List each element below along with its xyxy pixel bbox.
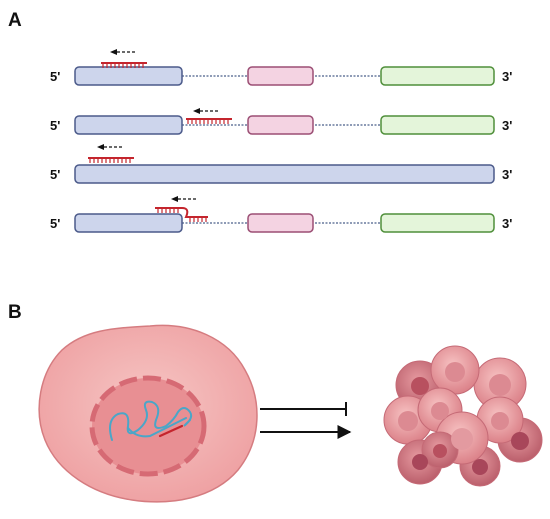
transcript-row-3: 5' 3' xyxy=(50,144,512,184)
dashed-left-arrow-icon xyxy=(97,144,124,150)
exon-1 xyxy=(74,213,183,233)
nucleus xyxy=(92,378,204,474)
transcript-row-4: 5' 3' xyxy=(50,196,512,233)
three-prime-label: 3' xyxy=(502,167,512,182)
exon-3 xyxy=(380,115,495,135)
exon-2 xyxy=(247,213,314,233)
junction-primer-probe xyxy=(155,207,208,222)
sirna-strand xyxy=(158,424,184,438)
nuclear-envelope xyxy=(89,375,207,477)
three-prime-label: 3' xyxy=(502,118,512,133)
panel-a-label: A xyxy=(8,10,22,31)
cell-illustration xyxy=(38,324,258,503)
primer-probe xyxy=(88,157,134,163)
exon-1 xyxy=(74,66,183,86)
continuous-exon xyxy=(74,164,495,184)
transcript-row-2: 5' 3' xyxy=(50,108,512,135)
rna-hairpin xyxy=(109,400,193,441)
dashed-left-arrow-icon xyxy=(110,49,137,55)
cancer-cell-cluster-icon xyxy=(383,345,543,487)
dashed-left-arrow-icon xyxy=(193,108,220,114)
exon-2 xyxy=(247,66,314,86)
primer-probe xyxy=(101,62,147,68)
exon-2 xyxy=(247,115,314,135)
exon-3 xyxy=(380,213,495,233)
panel-b-label: B xyxy=(8,302,22,323)
three-prime-label: 3' xyxy=(502,69,512,84)
exon-3 xyxy=(380,66,495,86)
five-prime-label: 5' xyxy=(50,216,60,231)
five-prime-label: 5' xyxy=(50,167,60,182)
exon-1 xyxy=(74,115,183,135)
five-prime-label: 5' xyxy=(50,69,60,84)
five-prime-label: 5' xyxy=(50,118,60,133)
three-prime-label: 3' xyxy=(502,216,512,231)
dashed-left-arrow-icon xyxy=(171,196,198,202)
inhibition-arrow-icon xyxy=(260,402,347,416)
transcript-row-1: 5' 3' xyxy=(50,49,512,86)
primer-probe xyxy=(186,118,232,124)
